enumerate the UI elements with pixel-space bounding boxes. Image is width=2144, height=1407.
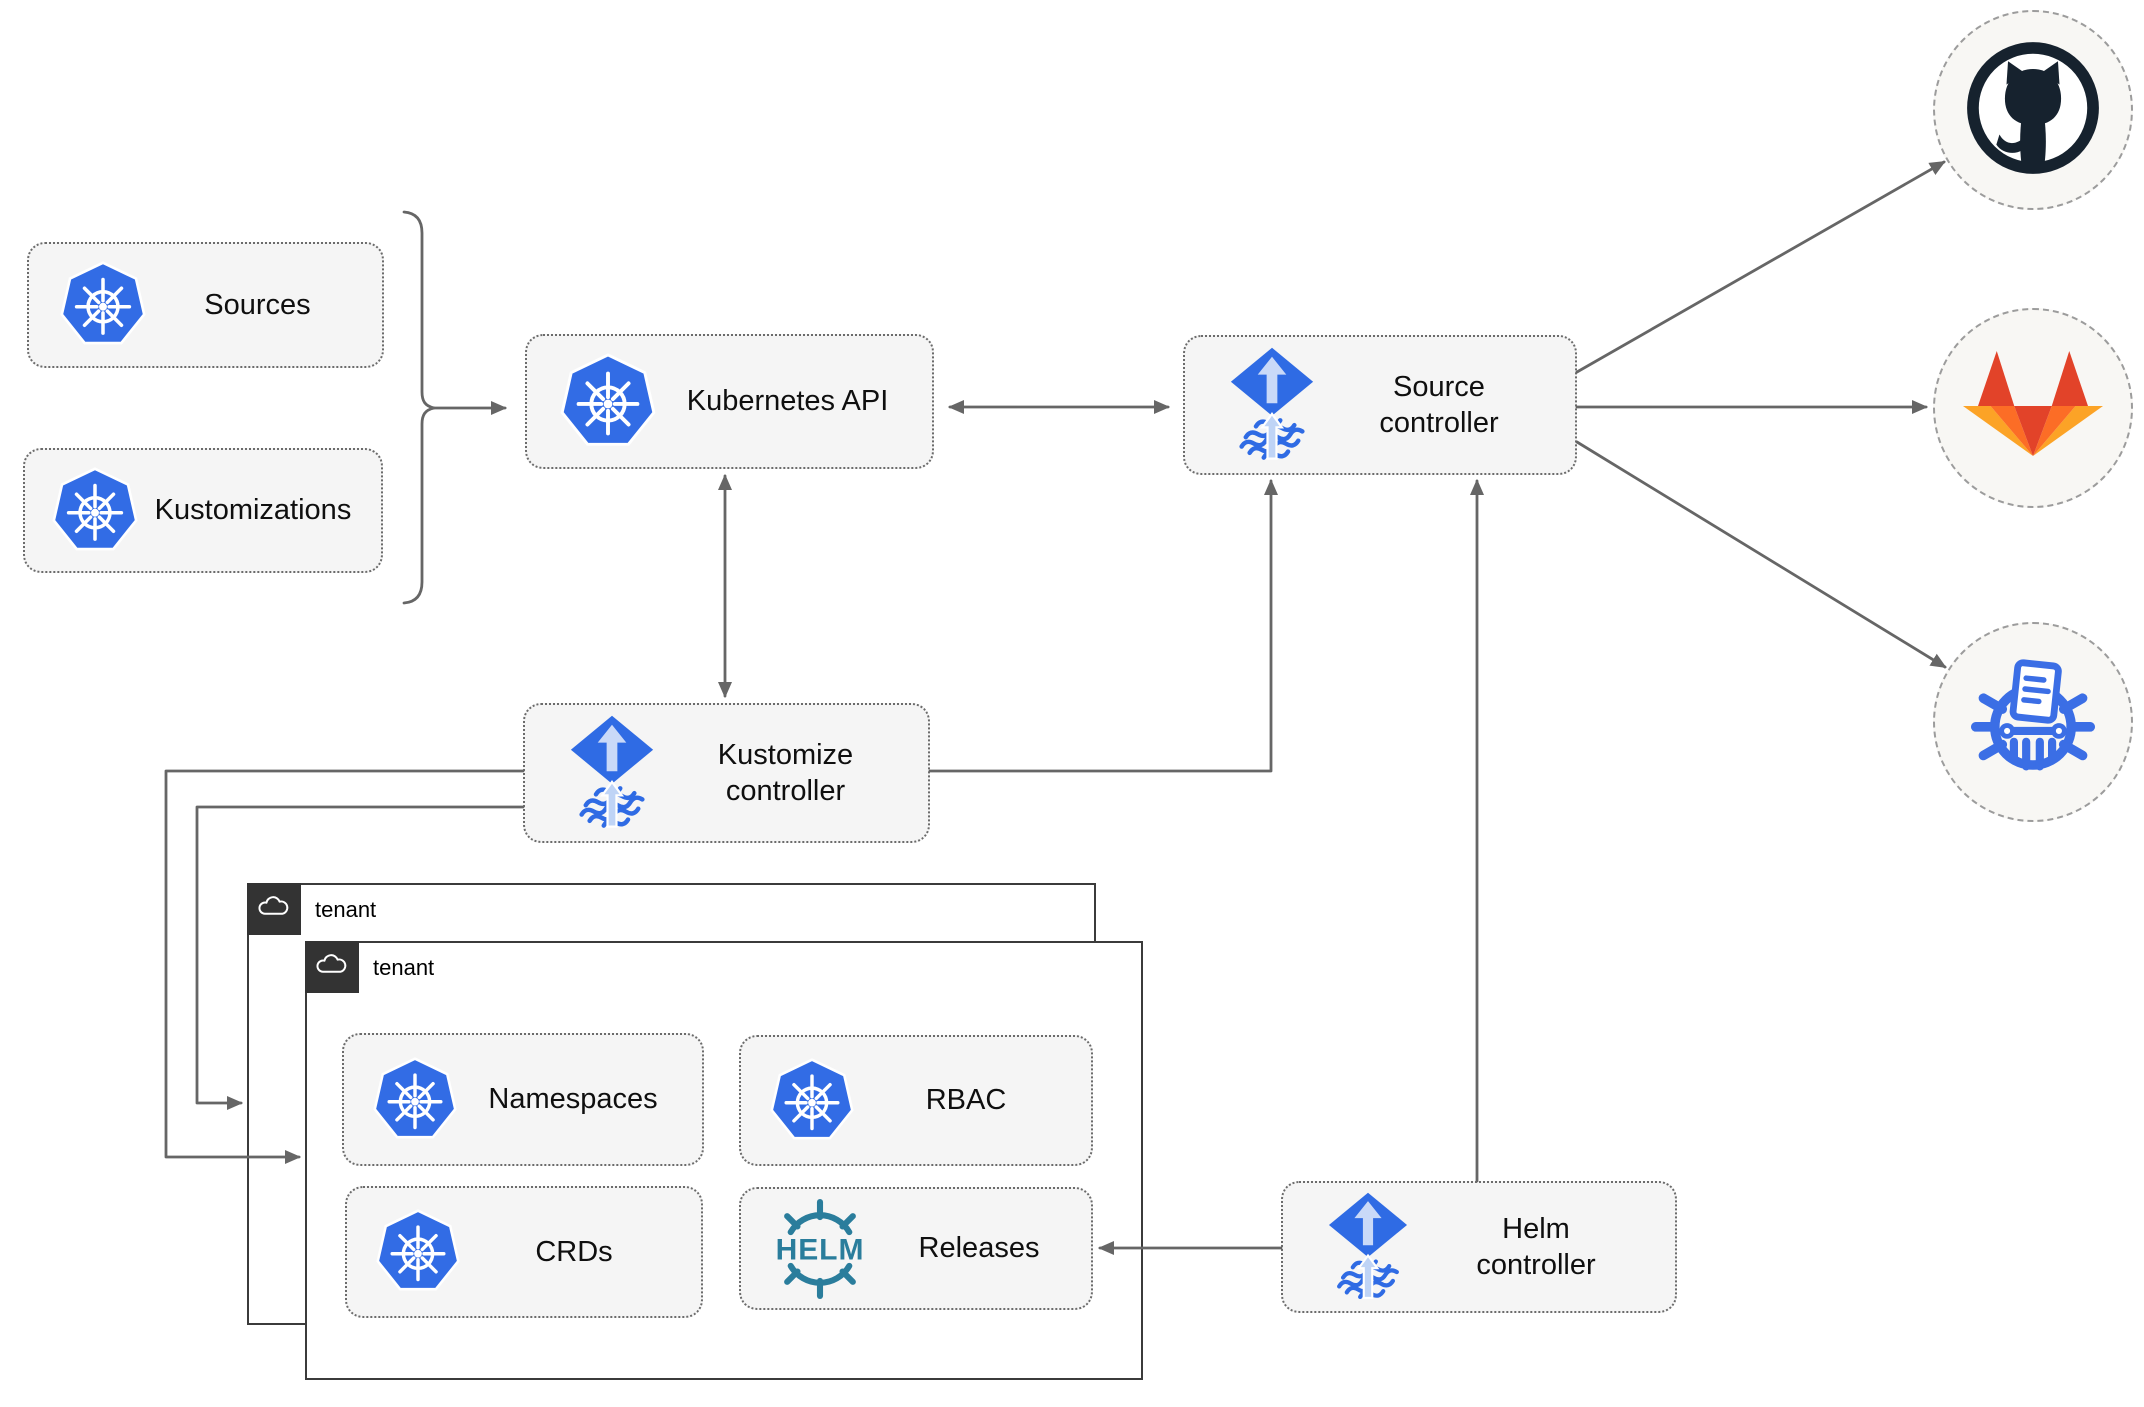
kustomizations-node: Kustomizations bbox=[23, 448, 383, 573]
kubernetes-icon bbox=[59, 261, 147, 349]
releases-node: HELM Releases bbox=[739, 1187, 1093, 1310]
flux-icon bbox=[567, 714, 657, 832]
sources-label: Sources bbox=[204, 288, 311, 321]
cloud-icon bbox=[314, 951, 350, 983]
chartmuseum-circle bbox=[1933, 622, 2133, 822]
source-controller-node: Source controller bbox=[1183, 335, 1577, 475]
kubernetes-icon bbox=[51, 466, 139, 555]
releases-label: Releases bbox=[918, 1232, 1040, 1265]
github-icon bbox=[1955, 30, 2111, 191]
kubernetes-icon bbox=[559, 352, 657, 451]
tenant-tab bbox=[247, 883, 301, 935]
kubernetes-api-node: Kubernetes API bbox=[525, 334, 934, 469]
arrow-source-to-chartmuseum bbox=[1575, 440, 1947, 669]
tenant-tab bbox=[305, 941, 359, 993]
group-bracket bbox=[402, 210, 436, 605]
kubernetes-icon bbox=[372, 1056, 458, 1143]
sources-node: Sources bbox=[27, 242, 384, 368]
tenant-label: tenant bbox=[315, 897, 377, 922]
helm-controller-label: Helm controller bbox=[1476, 1212, 1596, 1281]
helm-icon: HELM bbox=[759, 1197, 881, 1301]
namespaces-node: Namespaces bbox=[342, 1033, 704, 1166]
cloud-icon bbox=[256, 893, 292, 925]
arrow-kustomize-to-source bbox=[928, 479, 1278, 773]
kustomize-controller-label: Kustomize controller bbox=[717, 738, 854, 807]
crds-node: CRDs bbox=[345, 1186, 703, 1318]
kustomize-controller-node: Kustomize controller bbox=[523, 703, 930, 843]
rbac-label: RBAC bbox=[925, 1084, 1007, 1117]
kubernetes-api-label: Kubernetes API bbox=[686, 385, 889, 418]
github-circle bbox=[1933, 10, 2133, 210]
flux-icon bbox=[1227, 346, 1317, 464]
namespaces-label: Namespaces bbox=[488, 1083, 658, 1116]
svg-text:HELM: HELM bbox=[776, 1233, 865, 1266]
kubernetes-icon bbox=[375, 1209, 461, 1295]
source-controller-label: Source controller bbox=[1379, 370, 1499, 439]
kubernetes-icon bbox=[769, 1057, 855, 1144]
tenant-label: tenant bbox=[373, 955, 435, 980]
rbac-node: RBAC bbox=[739, 1035, 1093, 1166]
arrow-source-to-github bbox=[1575, 160, 1946, 374]
gitlab-icon bbox=[1958, 341, 2108, 476]
gitlab-circle bbox=[1933, 308, 2133, 508]
flux-icon bbox=[1325, 1191, 1411, 1303]
chartmuseum-icon bbox=[1958, 645, 2108, 800]
kustomizations-label: Kustomizations bbox=[154, 494, 352, 527]
crds-label: CRDs bbox=[535, 1235, 613, 1268]
helm-controller-node: Helm controller bbox=[1281, 1181, 1677, 1313]
